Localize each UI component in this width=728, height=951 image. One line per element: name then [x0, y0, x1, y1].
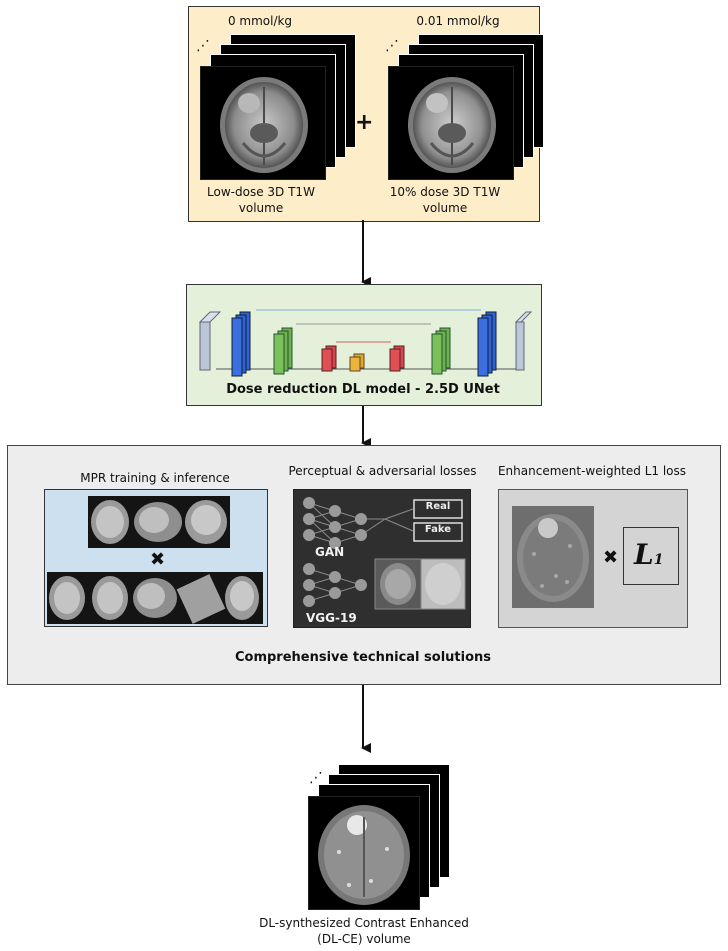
- ellipsis-icon: ⋰: [309, 770, 323, 786]
- gan-real-label: Real: [425, 501, 451, 512]
- l1-symbol: L1: [634, 538, 664, 571]
- model-title: Dose reduction DL model - 2.5D UNet: [226, 382, 500, 397]
- dl-ce-caption-line2: (DL-CE) volume: [317, 932, 411, 946]
- neural-network-icon: [303, 497, 466, 610]
- multiply-icon: ✖: [150, 549, 166, 570]
- gan-title: Perceptual & adversarial losses: [288, 464, 477, 478]
- ten-percent-caption-line2: volume: [422, 201, 468, 215]
- unet-decoder-block-2: [431, 327, 451, 375]
- unet-diagram: [198, 309, 533, 377]
- plus-icon: +: [355, 110, 374, 135]
- scan-slice-front: [388, 66, 514, 180]
- brain-contrast-mri-icon: [318, 805, 410, 905]
- ten-percent-caption-line1: 10% dose 3D T1W: [389, 185, 501, 199]
- mpr-bottom-views: [49, 574, 259, 624]
- l1-title: Enhancement-weighted L1 loss: [497, 464, 687, 478]
- unet-encoder-block-3: [321, 345, 337, 372]
- multiply-icon: ✖: [603, 547, 619, 568]
- scan-slice-front: [200, 66, 326, 180]
- low-dose-caption-line1: Low-dose 3D T1W: [207, 185, 315, 199]
- mpr-top-views: [91, 500, 227, 544]
- right-dose-label: 0.01 mmol/kg: [416, 14, 500, 28]
- dl-ce-caption-line1: DL-synthesized Contrast Enhanced: [259, 916, 469, 930]
- gan-label: GAN: [315, 545, 345, 559]
- ellipsis-icon: ⋰: [196, 38, 210, 54]
- ellipsis-icon: ⋰: [385, 38, 399, 54]
- unet-encoder-block-1: [231, 311, 251, 377]
- l1-subscript: 1: [653, 552, 664, 568]
- mpr-title: MPR training & inference: [80, 471, 230, 485]
- left-dose-label: 0 mmol/kg: [227, 14, 293, 28]
- low-dose-caption-line2: volume: [238, 201, 284, 215]
- brain-mri-icon: [220, 77, 308, 173]
- unet-bottleneck: [349, 353, 365, 372]
- scan-slice-front: [308, 796, 420, 910]
- unet-decoder-block-1: [477, 311, 497, 377]
- unet-output-layer: [515, 321, 525, 371]
- tech-footer: Comprehensive technical solutions: [234, 650, 492, 665]
- enhancement-map-icon: [512, 506, 594, 608]
- unet-decoder-block-3: [389, 345, 405, 372]
- vgg-label: VGG-19: [306, 611, 357, 625]
- unet-encoder-block-2: [273, 327, 293, 375]
- l1-loss-box: L1: [623, 527, 679, 585]
- gan-fake-label: Fake: [424, 524, 452, 535]
- brain-mri-icon: [408, 77, 496, 173]
- unet-input-layer: [199, 321, 211, 371]
